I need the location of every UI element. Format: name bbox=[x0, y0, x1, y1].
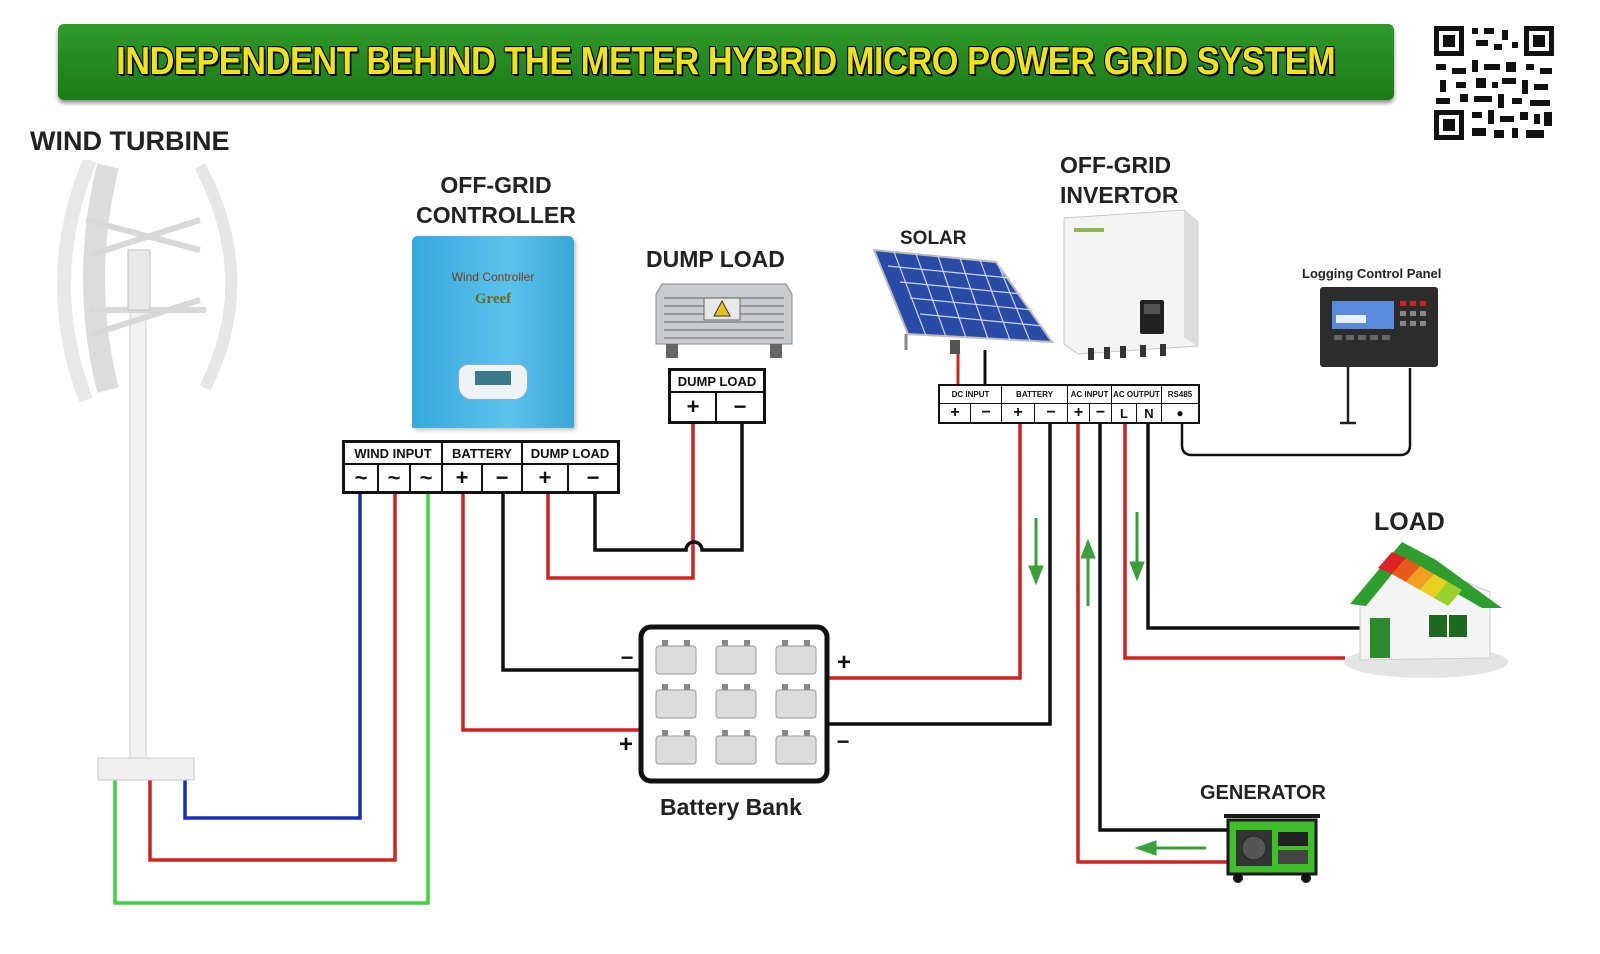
wind-turbine-icon bbox=[57, 160, 238, 781]
house-load-icon bbox=[1344, 542, 1508, 678]
controller-terminal-block: WIND INPUT BATTERY DUMP LOAD ~ ~ ~ + − +… bbox=[342, 440, 620, 494]
inverter-ac-input-positive: + bbox=[1068, 404, 1090, 422]
terminal-label-wind-input: WIND INPUT bbox=[345, 443, 443, 465]
dump-load-label: DUMP LOAD bbox=[646, 246, 785, 272]
generator-icon bbox=[1224, 814, 1320, 883]
terminal-battery-positive: + bbox=[443, 465, 483, 491]
wire-black bbox=[1098, 422, 1228, 832]
load-label: LOAD bbox=[1374, 508, 1445, 536]
dump-load-terminal-negative: − bbox=[733, 394, 747, 419]
inverter-battery-negative: − bbox=[1035, 404, 1068, 422]
inverter-battery-positive: + bbox=[1002, 404, 1035, 422]
wire-black bbox=[1180, 368, 1412, 457]
dump-load-terminal-block: DUMP LOAD + − bbox=[668, 368, 766, 424]
terminal-dump-positive: + bbox=[523, 465, 569, 491]
battery-bank-sign-left-bottom: + bbox=[618, 731, 633, 758]
wire-red bbox=[1076, 422, 1228, 864]
terminal-ac-3: ~ bbox=[411, 465, 443, 491]
generator-label: GENERATOR bbox=[1200, 782, 1326, 804]
flow-arrows bbox=[1028, 512, 1206, 856]
inverter-label-line2: INVERTOR bbox=[1060, 182, 1179, 208]
inverter-dc-positive: + bbox=[940, 404, 971, 422]
battery-bank-sign-left-top: − bbox=[620, 645, 634, 670]
battery-bank-label: Battery Bank bbox=[660, 794, 802, 820]
wire-blue bbox=[183, 492, 362, 820]
logging-panel-label: Logging Control Panel bbox=[1302, 266, 1442, 281]
page-title: INDEPENDENT BEHIND THE METER HYBRID MICR… bbox=[116, 40, 1336, 83]
inverter-rs485-port: ● bbox=[1176, 406, 1184, 420]
terminal-ac-1: ~ bbox=[345, 465, 379, 491]
battery-bank-sign-right-top: + bbox=[836, 649, 851, 676]
battery-bank-icon bbox=[638, 624, 830, 784]
inverter-ac-input-negative: − bbox=[1090, 404, 1112, 422]
controller-display bbox=[458, 364, 528, 400]
solar-panel-icon bbox=[872, 248, 1054, 354]
inverter-label-dc-input: DC INPUT bbox=[940, 386, 1002, 404]
inverter-label-rs485: RS485 bbox=[1162, 386, 1198, 404]
dump-load-terminal-positive: + bbox=[671, 393, 717, 421]
controller-label-line2: CONTROLLER bbox=[416, 202, 576, 228]
wire-black bbox=[593, 422, 744, 552]
inverter-label-ac-output: AC OUTPUT bbox=[1112, 386, 1162, 404]
wind-controller-device: Wind Controller Greef bbox=[412, 236, 574, 428]
inverter-ac-output-l: L bbox=[1112, 404, 1137, 422]
wire-red bbox=[1123, 422, 1345, 660]
controller-brand-logo: Greef bbox=[474, 291, 512, 307]
inverter-terminal-block: DC INPUT BATTERY AC INPUT AC OUTPUT RS48… bbox=[938, 384, 1200, 424]
wind-turbine-label: WIND TURBINE bbox=[30, 126, 230, 156]
dump-load-terminal-label: DUMP LOAD bbox=[671, 371, 763, 393]
battery-bank-sign-right-bottom: − bbox=[836, 729, 850, 754]
solar-label: SOLAR bbox=[900, 228, 967, 249]
terminal-label-battery: BATTERY bbox=[443, 443, 523, 465]
title-banner: INDEPENDENT BEHIND THE METER HYBRID MICR… bbox=[58, 24, 1394, 100]
inverter-label-line1: OFF-GRID bbox=[1060, 152, 1172, 178]
wire-red bbox=[546, 422, 695, 580]
terminal-dump-negative: − bbox=[586, 465, 600, 490]
dump-load-device-icon bbox=[655, 283, 793, 358]
inverter-dc-negative: − bbox=[971, 404, 1002, 422]
qr-code-icon bbox=[1432, 24, 1556, 142]
wire-red bbox=[461, 492, 642, 732]
controller-label: OFF-GRID CONTROLLER bbox=[406, 170, 586, 230]
wire-red bbox=[148, 492, 397, 862]
wire-green bbox=[113, 492, 430, 905]
inverter-label-ac-input: AC INPUT bbox=[1068, 386, 1112, 404]
inverter-ac-output-n: N bbox=[1137, 404, 1162, 422]
controller-device-text: Wind Controller bbox=[451, 270, 535, 284]
inverter-label-battery: BATTERY bbox=[1002, 386, 1068, 404]
terminal-battery-negative: − bbox=[483, 465, 523, 491]
wire-black bbox=[1146, 422, 1360, 630]
wire-red bbox=[829, 422, 1022, 680]
wire-black bbox=[501, 492, 642, 672]
terminal-ac-2: ~ bbox=[379, 465, 411, 491]
terminal-label-dump-load: DUMP LOAD bbox=[523, 443, 617, 465]
inverter-device-icon bbox=[1063, 209, 1199, 360]
inverter-label: OFF-GRID INVERTOR bbox=[1060, 150, 1200, 210]
wire-black bbox=[829, 422, 1052, 726]
controller-label-line1: OFF-GRID bbox=[440, 172, 552, 198]
logging-control-panel-icon bbox=[1320, 287, 1438, 425]
